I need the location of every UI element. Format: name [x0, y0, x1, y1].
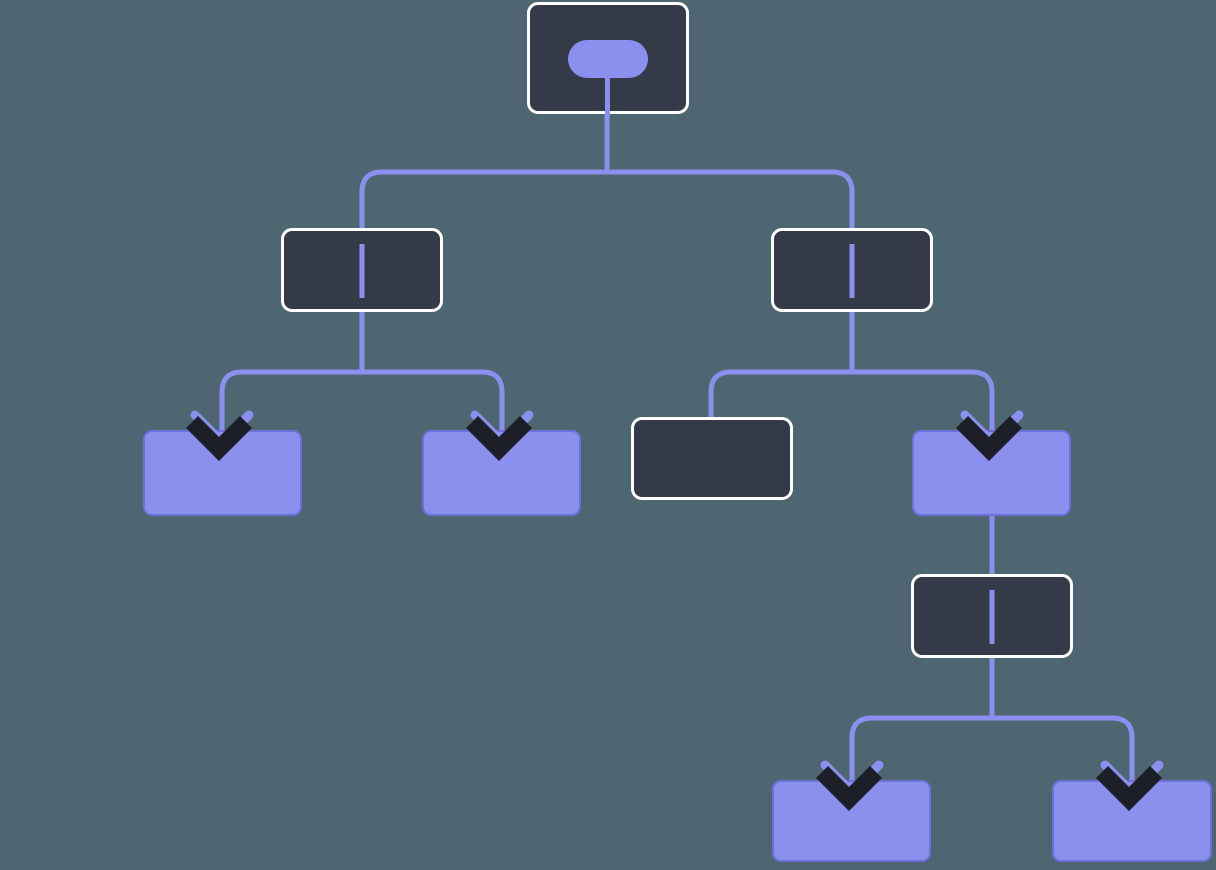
intermediate-node[interactable]	[912, 430, 1071, 516]
sub-branch-node[interactable]	[911, 574, 1073, 658]
leaf-node-3[interactable]	[772, 780, 931, 862]
branch-node-right[interactable]	[771, 228, 933, 312]
leaf-node-1[interactable]	[143, 430, 302, 516]
root-node-pill-stem	[605, 78, 610, 117]
leaf-node-4[interactable]	[1052, 780, 1212, 862]
edge-path-branch-right-to-empty	[708, 369, 852, 419]
branch-node-left[interactable]	[281, 228, 443, 312]
empty-node[interactable]	[631, 417, 793, 500]
root-node-pill	[568, 40, 648, 78]
edge-path-sub-branch-to-leaf-3	[849, 715, 992, 792]
edge-path-root-split-right	[607, 169, 855, 230]
edge-path-root-split-left	[359, 169, 607, 230]
leaf-node-2[interactable]	[422, 430, 581, 516]
edge-path-branch-left-to-leaf-2	[362, 369, 505, 442]
edge-path-branch-left-to-leaf-1	[219, 369, 362, 442]
root-node[interactable]	[527, 2, 689, 117]
edge-path-branch-right-to-intermediate	[852, 369, 995, 442]
edge-path-sub-branch-to-leaf-4	[992, 715, 1135, 792]
